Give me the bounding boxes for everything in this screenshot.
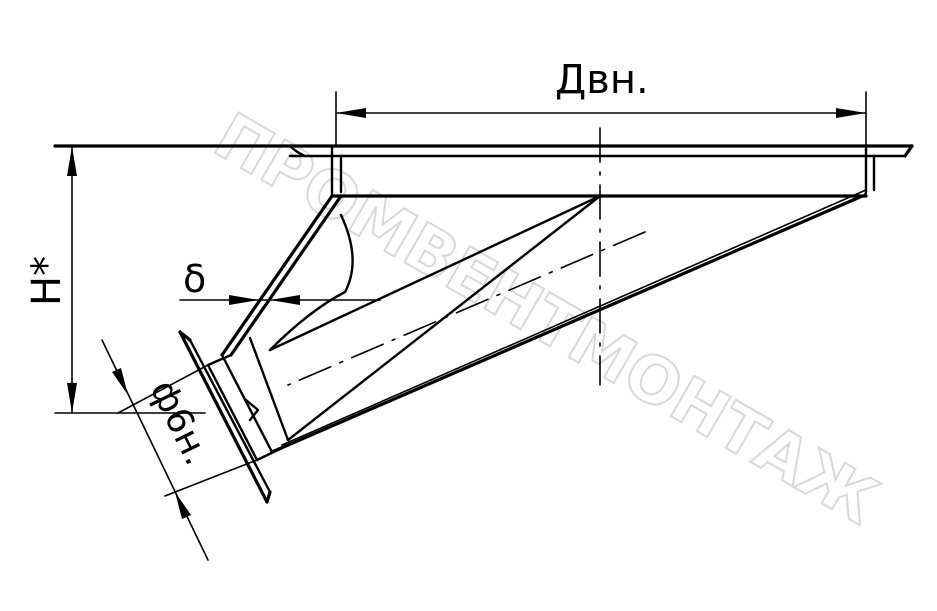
label-thickness: δ [183,257,206,301]
dimension-outlet-diameter: ф6н. [101,339,258,561]
top-flange [53,144,914,199]
outlet-flange [178,330,284,504]
centre-lines [287,127,646,386]
left-wall-section [220,194,343,357]
dimension-inner-diameter: Двн. [335,57,867,147]
dimension-thickness: δ [179,257,381,305]
label-inner-diameter: Двн. [555,57,649,103]
label-height: Н* [24,256,70,306]
dimension-height: Н* [24,145,206,414]
label-outlet-diameter: ф6н. [142,374,218,472]
